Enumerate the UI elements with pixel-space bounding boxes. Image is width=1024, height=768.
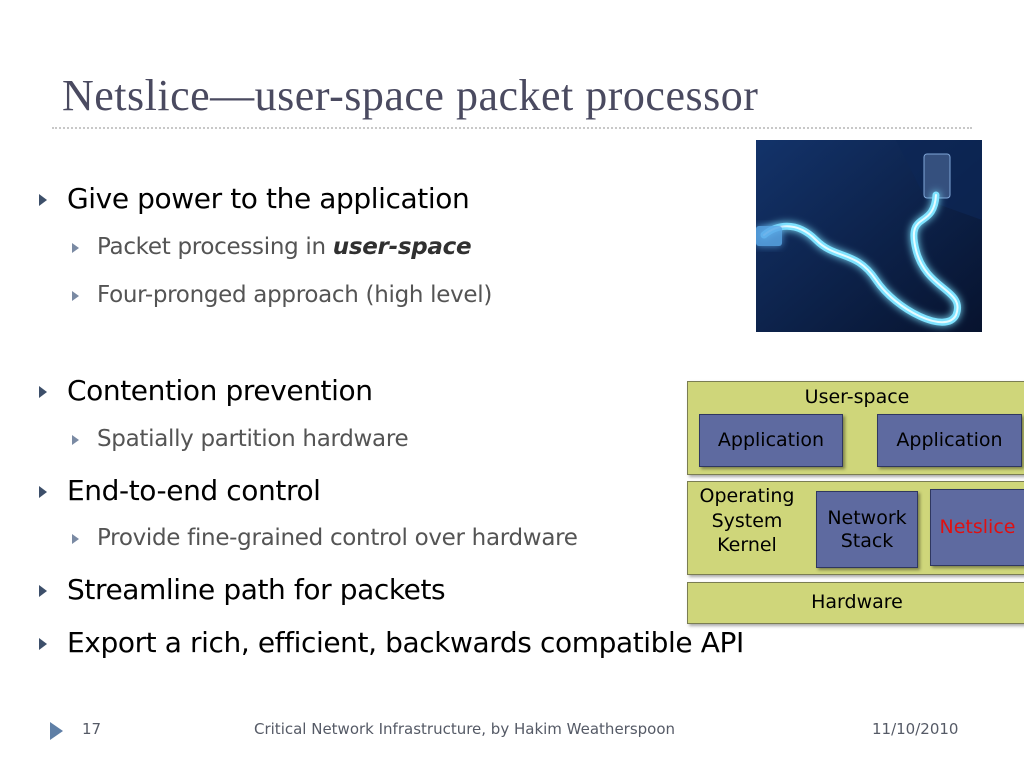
sub-bullet-3-1: Provide fine-grained control over hardwa… bbox=[97, 525, 578, 551]
sub-bullet-1-1-text: Packet processing in bbox=[97, 234, 333, 260]
hardware-label: Hardware bbox=[811, 591, 903, 613]
os-kernel-label: Operating System Kernel bbox=[687, 484, 807, 558]
application-box-1: Application bbox=[699, 414, 843, 467]
bullet-arrow-icon bbox=[39, 194, 47, 206]
os-kernel-label-line1: Operating bbox=[699, 485, 795, 507]
sub-bullet-1-1-emphasis: user-space bbox=[332, 234, 472, 260]
hardware-layer bbox=[687, 582, 1024, 624]
bullet-arrow-icon bbox=[39, 638, 47, 650]
cable-illustration bbox=[756, 140, 982, 332]
bullet-3: End-to-end control bbox=[67, 474, 321, 507]
network-stack-line2: Stack bbox=[840, 529, 894, 552]
bullet-arrow-icon bbox=[39, 585, 47, 597]
bullet-5: Export a rich, efficient, backwards comp… bbox=[67, 626, 744, 659]
application-box-2: Application bbox=[877, 414, 1022, 467]
netslice-box: Netslice bbox=[930, 489, 1024, 566]
os-kernel-label-line3: Kernel bbox=[717, 534, 777, 557]
network-stack-line1: Network bbox=[827, 506, 907, 529]
bullet-2: Contention prevention bbox=[67, 374, 373, 407]
bullet-1: Give power to the application bbox=[67, 182, 470, 215]
user-space-label: User-space bbox=[804, 386, 910, 408]
bullet-arrow-icon bbox=[39, 386, 47, 398]
footer-title: Critical Network Infrastructure, by Haki… bbox=[254, 720, 676, 738]
sub-bullet-arrow-icon bbox=[72, 291, 79, 301]
bullet-arrow-icon bbox=[39, 486, 47, 498]
sub-bullet-arrow-icon bbox=[72, 534, 79, 544]
bullet-4: Streamline path for packets bbox=[67, 573, 446, 606]
sub-bullet-arrow-icon bbox=[72, 435, 79, 445]
os-kernel-label-line2: System bbox=[711, 509, 783, 532]
sub-bullet-2-1: Spatially partition hardware bbox=[97, 426, 409, 452]
sub-bullet-1-1: Packet processing in user-space bbox=[97, 234, 472, 260]
title-divider bbox=[52, 127, 972, 129]
footer-date: 11/10/2010 bbox=[872, 720, 959, 738]
slide-title: Netslice—user-space packet processor bbox=[62, 71, 759, 120]
glowing-cable-image bbox=[756, 140, 982, 332]
sub-bullet-1-2: Four-pronged approach (high level) bbox=[97, 282, 493, 308]
footer-page-number: 17 bbox=[82, 720, 102, 738]
sub-bullet-arrow-icon bbox=[72, 243, 79, 253]
network-stack-box: Network Stack bbox=[816, 491, 918, 568]
footer-arrow-icon bbox=[50, 722, 63, 740]
